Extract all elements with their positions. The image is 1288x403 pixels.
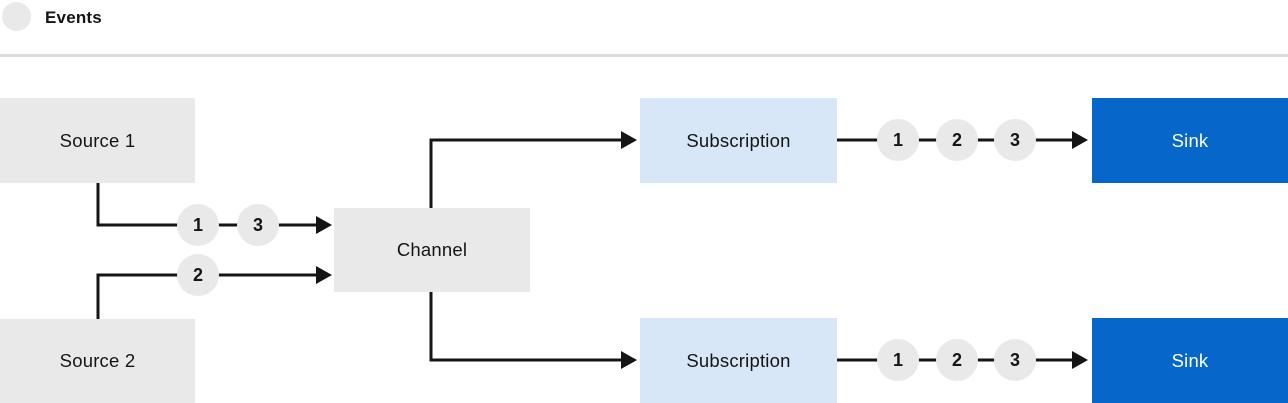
event-circle: 3 (994, 119, 1036, 161)
event-circle: 1 (877, 119, 919, 161)
connector-channel-to-subscription-top (429, 131, 637, 208)
node-sink-bottom: Sink (1092, 318, 1288, 403)
legend-label: Events (45, 8, 102, 27)
event-circle: 2 (936, 339, 978, 381)
node-channel-label: Channel (396, 239, 468, 260)
node-source-2: Source 2 (0, 319, 195, 403)
node-source-1: Source 1 (0, 98, 195, 183)
node-subscription-bottom-label: Subscription (686, 349, 791, 371)
node-sink-top: Sink (1092, 98, 1288, 183)
connector-channel-to-subscription-bottom (429, 292, 637, 369)
connector-source2-to-channel (96, 266, 332, 319)
node-sink-bottom-label: Sink (1171, 349, 1209, 371)
event-circle: 3 (994, 339, 1036, 381)
event-circle: 1 (177, 204, 219, 246)
node-subscription-bottom: Subscription (640, 318, 837, 403)
event-circle: 2 (177, 254, 219, 296)
node-subscription-top-label: Subscription (686, 129, 791, 151)
event-circle: 1 (877, 339, 919, 381)
event-circle: 2 (936, 119, 978, 161)
legend-divider (0, 54, 1288, 57)
event-circle: 3 (237, 204, 279, 246)
legend-event-icon (2, 2, 31, 31)
node-source-2-label: Source 2 (59, 350, 136, 371)
node-sink-top-label: Sink (1171, 129, 1209, 151)
node-channel: Channel (334, 208, 530, 292)
node-source-1-label: Source 1 (59, 129, 136, 151)
node-subscription-top: Subscription (640, 98, 837, 183)
